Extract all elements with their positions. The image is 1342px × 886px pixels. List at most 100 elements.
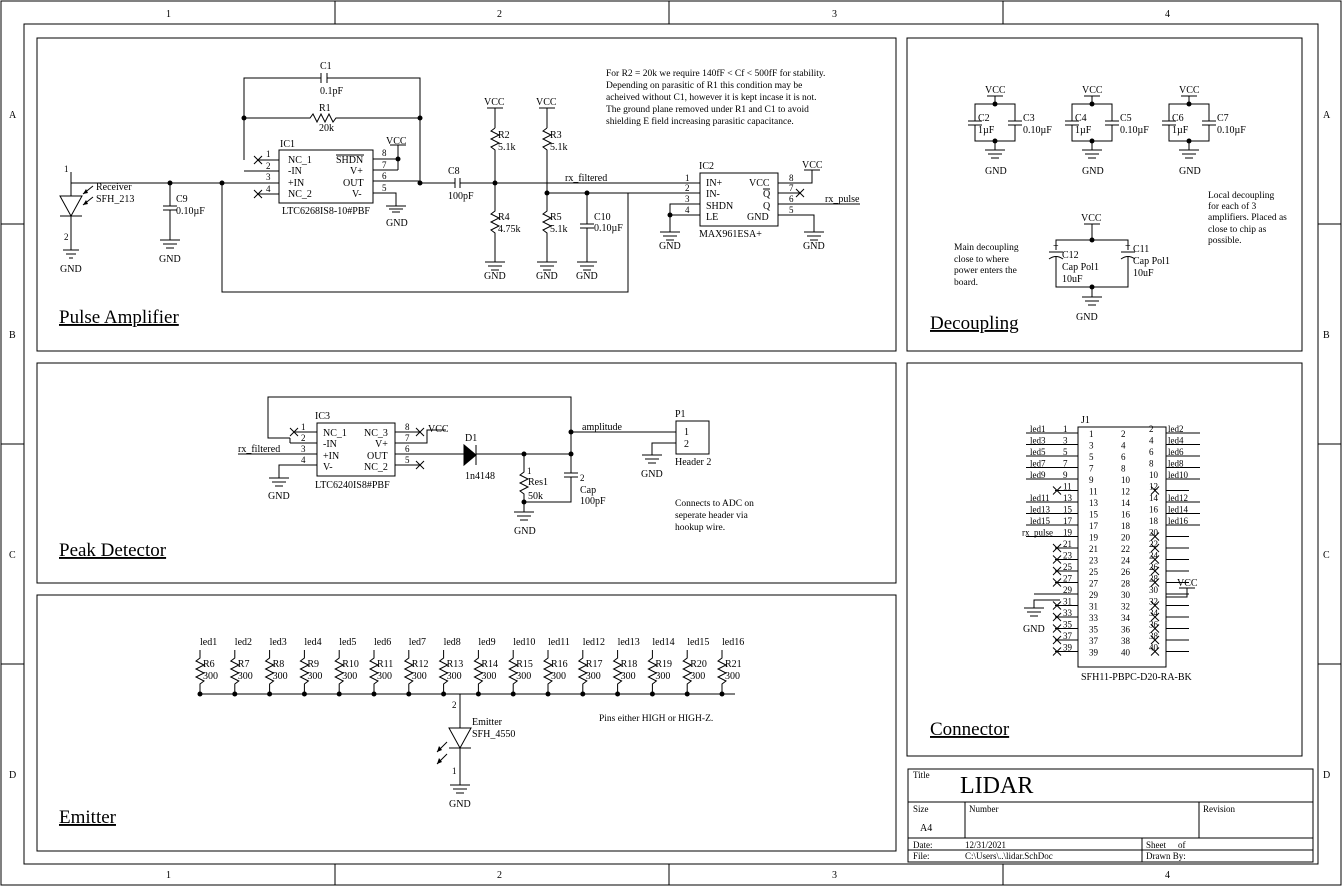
j1-pin-number: 14 [1121,498,1131,508]
j1-pin-number: 3 [1063,436,1068,446]
j1-pin-number: 21 [1063,539,1072,549]
c12-value: 10uF [1062,274,1083,285]
junction-dot [267,691,273,697]
j1-pin-number: 37 [1063,631,1073,641]
local-decoupling-note: for each of 3 [1208,201,1257,212]
junction-dot [406,691,412,697]
ic3-pin-label: OUT [367,451,388,462]
no-connect-mark [1150,543,1160,553]
j1-pin-number: 11 [1089,487,1098,497]
c1-value: 0.1pF [320,86,344,97]
j1-net-label: led10 [1168,470,1188,480]
ic3-pin-num: 3 [301,444,306,454]
resistor-ref: R19 [655,659,672,670]
j1-net-label: led5 [1030,447,1046,457]
j1-pin-number: 27 [1063,574,1073,584]
of-label: of [1178,840,1186,850]
gnd-label: GND [386,218,408,229]
resistor-ref: R20 [690,659,707,670]
j1-pin-number: 33 [1063,608,1073,618]
res1-value: 50k [528,491,543,502]
ic3-pin-label: NC_1 [323,428,347,439]
ic1-pin-label: NC_1 [288,155,312,166]
resistor-ref: R11 [377,659,393,670]
resistor-ref: R7 [238,659,250,670]
resistor-ref: R21 [725,659,742,670]
c12-ref: C12 [1062,250,1079,261]
gnd-label: GND [576,271,598,282]
decoupling-frame [906,37,1303,352]
ic1-pin-num: 8 [382,148,387,158]
led-net-label: led10 [513,637,535,648]
cap-value: 0.10µF [1217,125,1246,136]
resistor-ref: R9 [307,659,319,670]
cap-ref: C4 [1075,113,1087,124]
main-decoupling-note: board. [954,278,978,288]
junction-dot [232,691,238,697]
ic3-part: LTC6240IS8#PBF [315,480,390,491]
led-net-label: led2 [235,637,252,648]
junction-dot [301,691,307,697]
j1-pin-number: 37 [1089,636,1099,646]
resistor-value: 300 [586,671,601,682]
c1-ref: C1 [320,61,332,72]
row-label: B [1323,330,1330,341]
j1-pin-number: 39 [1089,648,1099,658]
led-net-label: led14 [652,637,674,648]
ic2-pin-label: VCC [749,178,770,189]
resistor-value: 300 [273,671,288,682]
j1-pin-number: 17 [1063,516,1073,526]
cap-value: 100pF [580,496,606,507]
resistor-ref: R13 [447,659,464,670]
ic3-pin-label: +IN [323,451,339,462]
vcc-label: VCC [386,136,407,147]
j1-pin-number: 22 [1149,539,1158,549]
resistor-value: 300 [412,671,427,682]
ic3-pin-label: V+ [375,439,388,450]
j1-pin-number: 18 [1149,516,1159,526]
led-net-label: led15 [687,637,709,648]
cap-value: 1µF [1172,125,1189,136]
p1-pin: 2 [684,439,689,450]
j1-pin-number: 10 [1149,470,1159,480]
j1-pin-number: 25 [1063,562,1073,572]
j1-pin-number: 23 [1063,551,1073,561]
junction-dot [1186,101,1192,107]
receiver-part: SFH_213 [96,194,134,205]
junction-dot [371,691,377,697]
emitter-resistor [473,650,484,694]
adc-note: hookup wire. [675,523,725,533]
gnd-label: GND [985,166,1007,177]
j1-pin-number: 4 [1149,436,1154,446]
vcc-label: VCC [484,97,505,108]
row-label: A [9,110,17,121]
emitter-resistor [647,650,658,694]
ic2-pin-label: IN- [706,189,720,200]
vcc-label: VCC [428,424,449,435]
resistor-ref: R17 [586,659,603,670]
j1-part: SFH11-PBPC-D20-RA-BK [1081,672,1193,683]
ic2-pin-num: 8 [789,173,794,183]
no-connect-mark [1052,601,1062,610]
junction-dot [475,691,481,697]
led-net-label: led16 [722,637,744,648]
r1-value: 20k [319,123,334,134]
j1-pin-number: 31 [1089,602,1098,612]
net-rx-filtered: rx_filtered [238,444,280,455]
ic2-pin-label: SHDN [706,201,733,212]
section-title-decoupling: Decoupling [930,313,1019,334]
j1-net-label: led4 [1168,436,1184,446]
led-net-label: led1 [200,637,217,648]
emitter-resistor [368,650,380,694]
j1-pin-number: 32 [1121,602,1130,612]
row-label: A [1323,110,1331,121]
cap-value: 0.10µF [1120,125,1149,136]
net-amplitude: amplitude [582,422,623,433]
p1-ref: P1 [675,409,686,420]
c12-part: Cap Pol1 [1062,262,1099,273]
no-connect-mark [1052,612,1062,622]
j1-pin-number: 8 [1121,464,1126,474]
junction-dot [510,691,516,697]
r1-ref: R1 [319,103,331,114]
j1-pin-number: 5 [1089,452,1094,462]
